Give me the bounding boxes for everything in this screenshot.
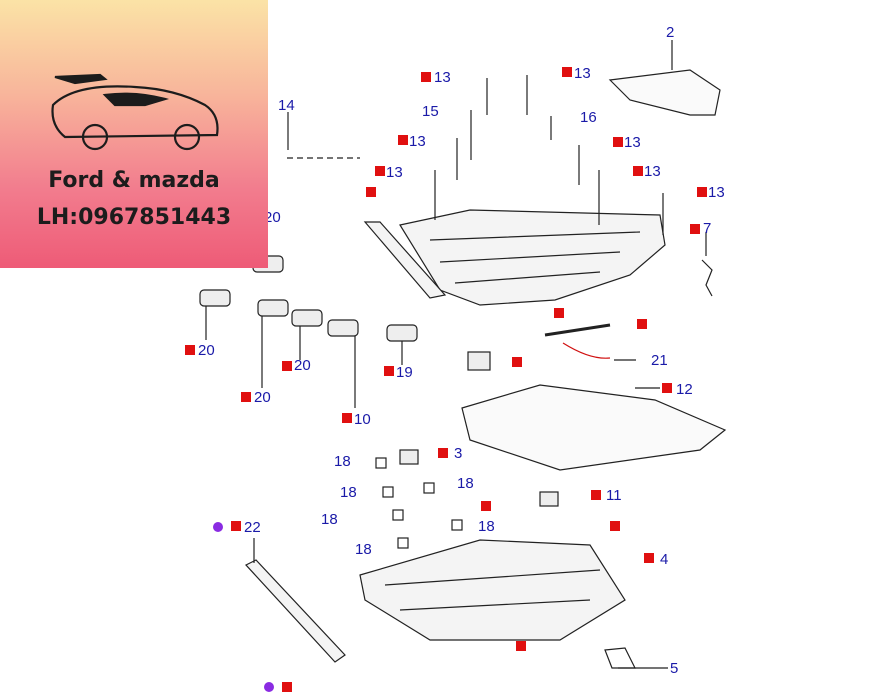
dealer-banner: Ford & mazda LH:0967851443 <box>0 0 268 268</box>
lower-valve-body <box>359 539 626 641</box>
callout-label: 12 <box>676 381 693 398</box>
callout-label: 10 <box>354 411 371 428</box>
callout-label: 21 <box>651 352 668 369</box>
brand-phone: LH:0967851443 <box>36 205 232 230</box>
callout-label: 13 <box>644 163 661 180</box>
callout-label: 18 <box>321 511 338 528</box>
gasket-strip <box>245 559 346 663</box>
callout-label: 15 <box>422 103 439 120</box>
callout-label: 2 <box>666 24 674 41</box>
callout-label: 13 <box>409 133 426 150</box>
callout-label: 20 <box>294 357 311 374</box>
retaining-clip <box>701 259 713 297</box>
callout-label: 16 <box>580 109 597 126</box>
brand-name: Ford & mazda <box>48 168 220 193</box>
oil-filter <box>608 69 721 116</box>
callout-label: 19 <box>396 364 413 381</box>
callout-label: 18 <box>340 484 357 501</box>
red-markers <box>185 67 707 692</box>
callout-label: 18 <box>478 518 495 535</box>
callout-labels: 2 7 12 3 11 4 5 13 13 13 13 13 13 13 14 … <box>198 24 725 677</box>
solenoid-bracket <box>363 221 447 299</box>
sports-car-icon <box>51 73 219 151</box>
callout-label: 13 <box>386 164 403 181</box>
separator-plate <box>461 384 727 471</box>
callout-label: 14 <box>278 97 295 114</box>
callout-label: 7 <box>703 220 711 237</box>
bracket-5 <box>604 647 636 669</box>
callout-label: 13 <box>574 65 591 82</box>
callout-label: 13 <box>434 69 451 86</box>
callout-label: 18 <box>457 475 474 492</box>
callout-label: 5 <box>670 660 678 677</box>
callout-label: 4 <box>660 551 668 568</box>
callout-label: 13 <box>624 134 641 151</box>
callout-label: 22 <box>244 519 261 536</box>
callout-label: 3 <box>454 445 462 462</box>
callout-label: 20 <box>264 209 281 226</box>
purple-markers <box>213 522 274 692</box>
callout-label: 11 <box>606 487 622 504</box>
callout-label: 13 <box>708 184 725 201</box>
callout-label: 20 <box>198 342 215 359</box>
callout-label: 20 <box>254 389 271 406</box>
callout-label: 18 <box>334 453 351 470</box>
callout-label: 18 <box>355 541 372 558</box>
